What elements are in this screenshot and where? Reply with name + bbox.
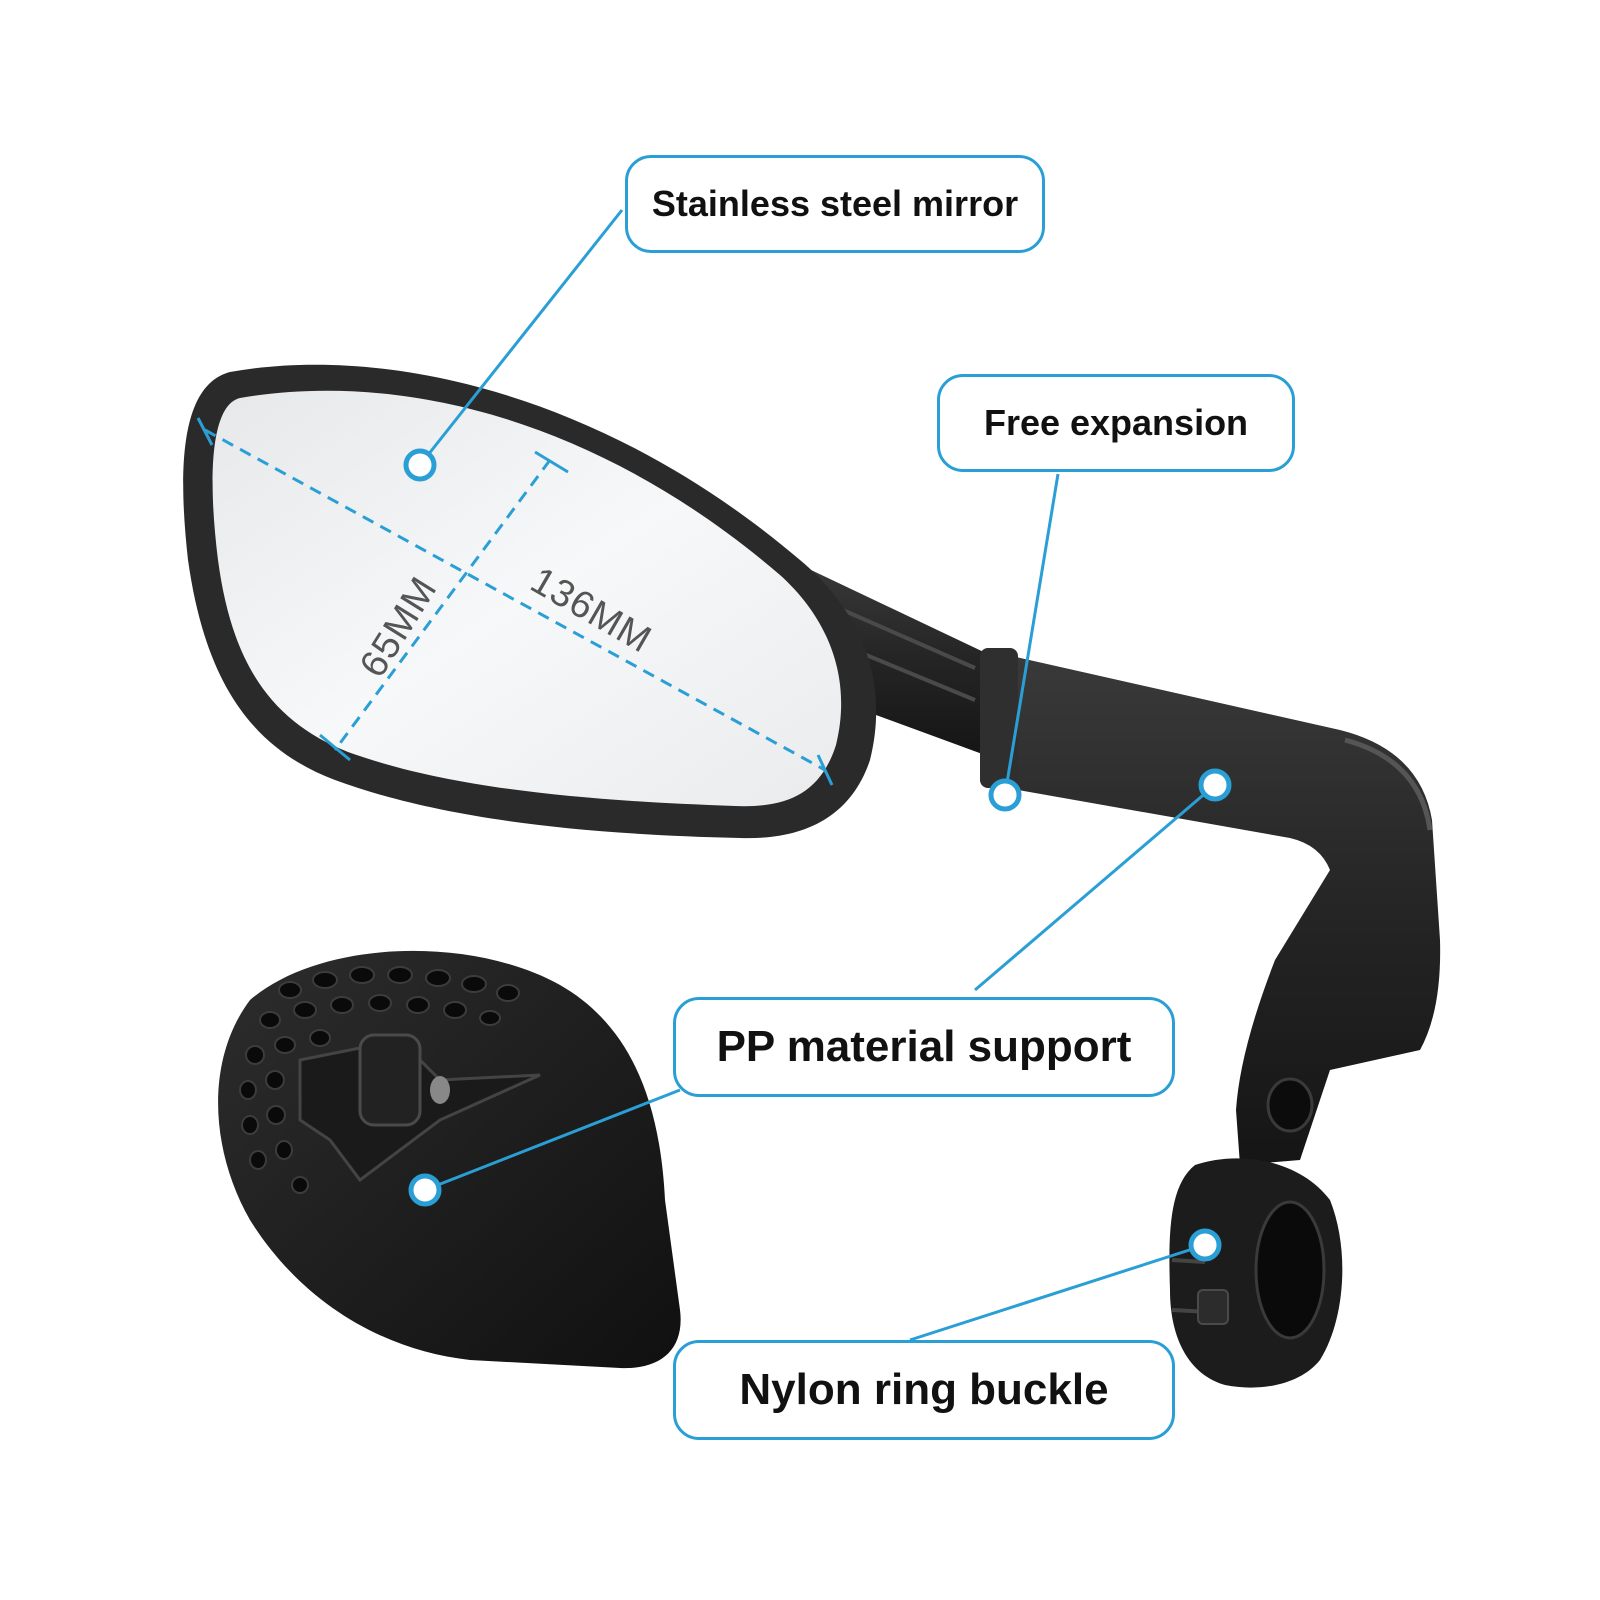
dimension-lines xyxy=(196,417,834,786)
anchor-dot-support xyxy=(408,1173,442,1207)
mirror-head xyxy=(183,364,877,839)
ring-buckle xyxy=(1169,1158,1343,1388)
anchor-dot-buckle xyxy=(1188,1228,1222,1262)
callout-stainless-steel-mirror: Stainless steel mirror xyxy=(625,155,1045,253)
leader-lines xyxy=(418,209,1216,1342)
vent-holes xyxy=(239,966,520,1194)
anchor-dot-expansion xyxy=(988,778,1022,812)
anchor-dots xyxy=(403,448,1232,1262)
callout-free-expansion: Free expansion xyxy=(937,374,1295,472)
back-cap xyxy=(218,950,681,1369)
anchor-dot-bracket xyxy=(1198,768,1232,802)
anchor-dot-mirror xyxy=(403,448,437,482)
callout-nylon-ring-buckle: Nylon ring buckle xyxy=(673,1340,1175,1440)
bracket-arm xyxy=(980,648,1441,1165)
callout-pp-material-support: PP material support xyxy=(673,997,1175,1097)
